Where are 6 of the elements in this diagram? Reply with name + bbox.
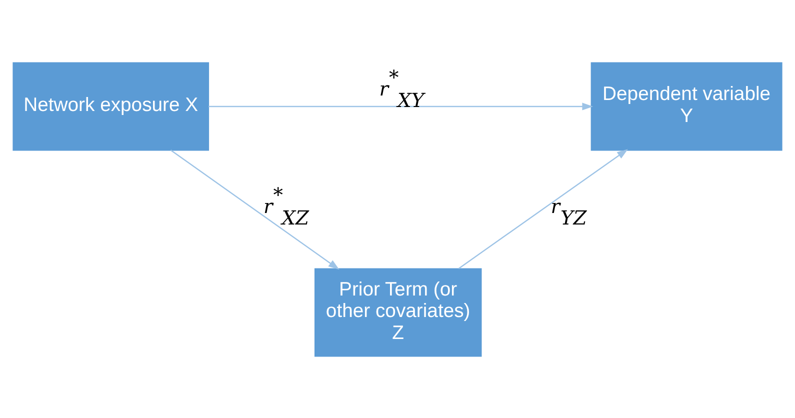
node-box: Network exposure X <box>12 62 210 150</box>
node-box: Prior Term (or other covariates) Z <box>314 268 482 356</box>
node-box: Dependent variable Y <box>590 62 782 150</box>
arrow <box>208 102 594 110</box>
arrow <box>170 149 340 270</box>
arrow <box>458 148 628 269</box>
